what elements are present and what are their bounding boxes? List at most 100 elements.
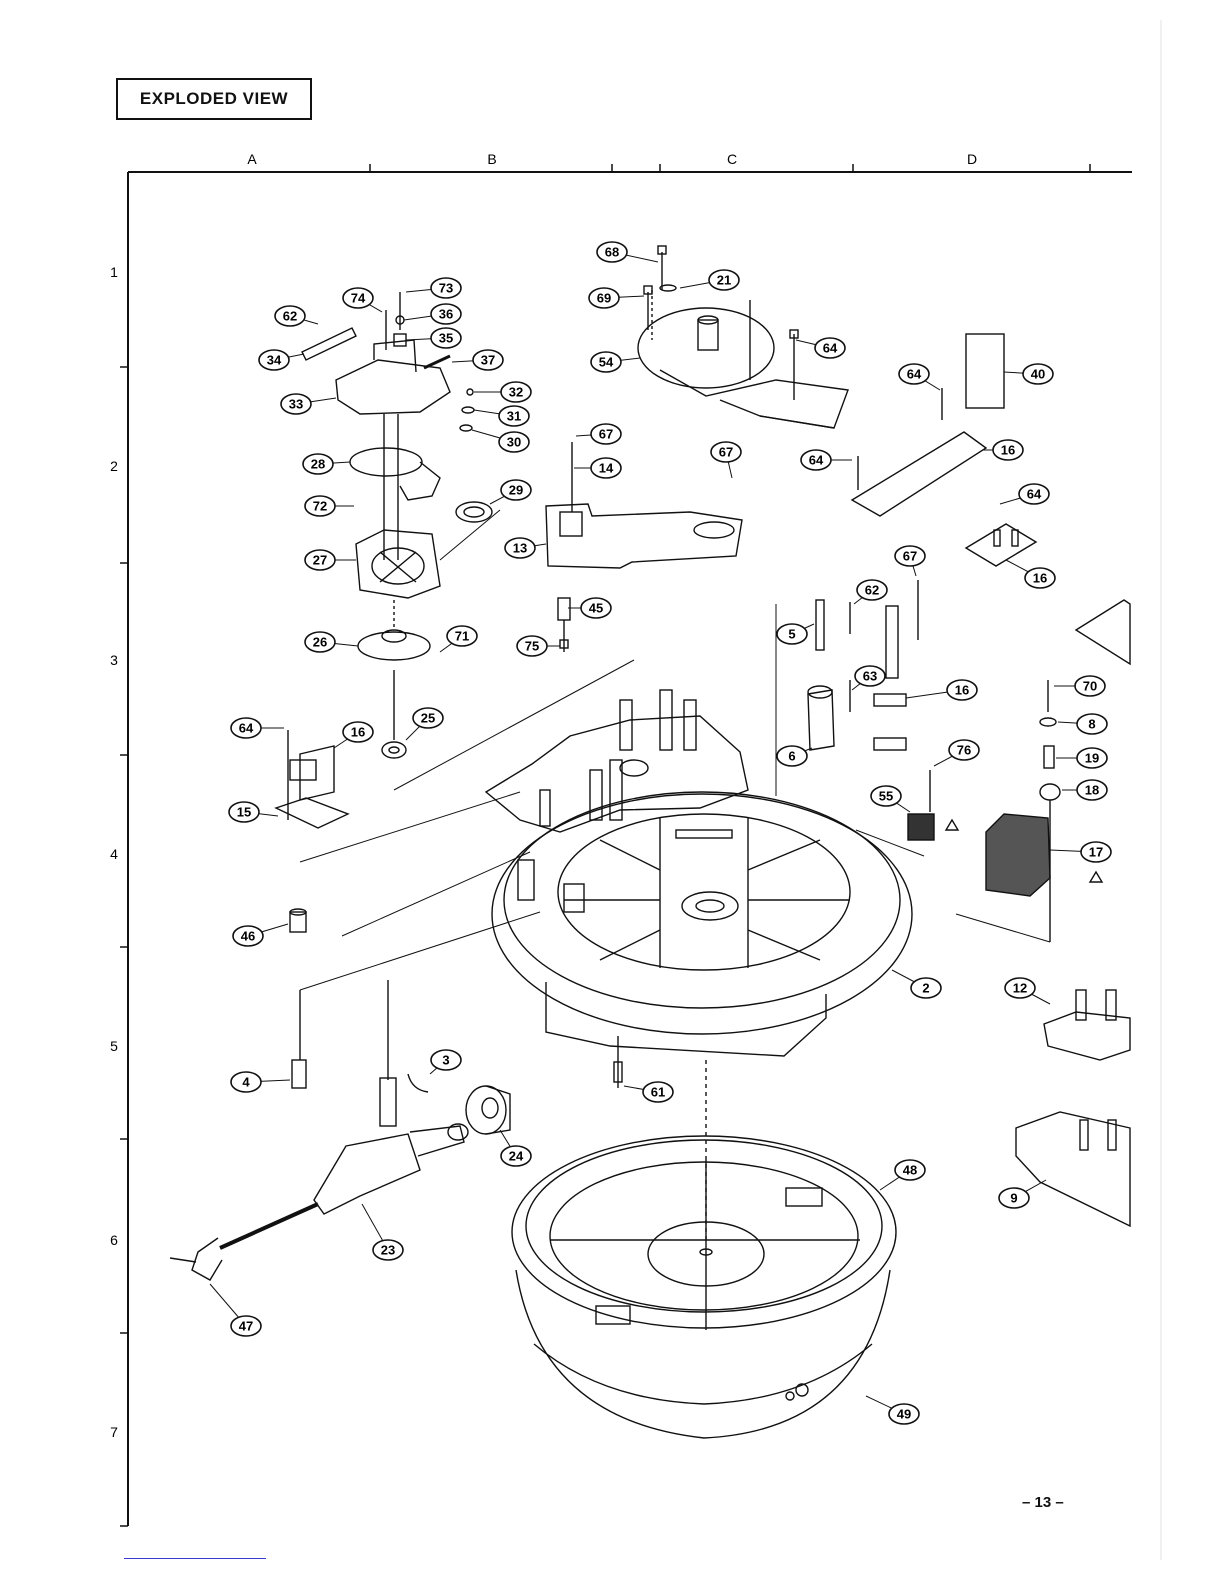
motor-plate-part [638, 290, 848, 428]
callout-label: 67 [903, 549, 917, 564]
callout-label: 73 [439, 281, 453, 296]
callout-label: 32 [509, 385, 523, 400]
callout-48: 48 [895, 1160, 925, 1180]
callout-26: 26 [305, 632, 335, 652]
callout-label: 64 [1027, 487, 1042, 502]
callout-label: 62 [865, 583, 879, 598]
tonearm-23-part [170, 980, 468, 1280]
callout-label: 70 [1083, 679, 1097, 694]
callout-label: 19 [1085, 751, 1099, 766]
callout-label: 40 [1031, 367, 1045, 382]
spring-29-part [456, 502, 492, 522]
callout-label: 28 [311, 457, 325, 472]
callout-label: 69 [597, 291, 611, 306]
callout-label: 49 [897, 1407, 911, 1422]
callout-5: 5 [777, 624, 807, 644]
callout-label: 46 [241, 929, 255, 944]
callout-16d: 16 [343, 722, 373, 742]
chassis-frame-part [486, 690, 748, 832]
row-label-6: 6 [110, 1232, 118, 1248]
switch-5-part [808, 580, 918, 750]
callout-15: 15 [229, 802, 259, 822]
transformer-17-part [986, 800, 1102, 942]
part-3-clip [408, 1074, 428, 1092]
row-label-1: 1 [110, 264, 118, 280]
callout-64e: 64 [231, 718, 261, 738]
cabinet-2-part [492, 792, 912, 1056]
callout-2: 2 [911, 978, 941, 998]
callout-63: 63 [855, 666, 885, 686]
callout-64c: 64 [801, 450, 831, 470]
callout-61: 61 [643, 1082, 673, 1102]
callout-76: 76 [949, 740, 979, 760]
callout-71: 71 [447, 626, 477, 646]
coil-55-part [908, 770, 958, 840]
callout-21: 21 [709, 270, 739, 290]
callout-label: 17 [1089, 845, 1103, 860]
row-label-7: 7 [110, 1424, 118, 1440]
screws-top [644, 246, 798, 400]
callout-4: 4 [231, 1072, 261, 1092]
callout-68: 68 [597, 242, 627, 262]
callout-label: 16 [955, 683, 969, 698]
callout-34: 34 [259, 350, 289, 370]
row-label-2: 2 [110, 458, 118, 474]
callout-45: 45 [581, 598, 611, 618]
callout-label: 2 [922, 981, 929, 996]
callout-label: 54 [599, 355, 614, 370]
callout-17: 17 [1081, 842, 1111, 862]
plate-28-part [350, 414, 440, 560]
callout-16c: 16 [947, 680, 977, 700]
callout-label: 64 [239, 721, 254, 736]
callout-label: 30 [507, 435, 521, 450]
callout-64a: 64 [815, 338, 845, 358]
callout-label: 75 [525, 639, 539, 654]
platter-48-part [512, 1060, 896, 1330]
callout-64d: 64 [1019, 484, 1049, 504]
callout-label: 5 [788, 627, 795, 642]
callout-16b: 16 [1025, 568, 1055, 588]
callout-layer: 6821695464737436623537343233313067146728… [229, 242, 1111, 1424]
callout-54: 54 [591, 352, 621, 372]
callout-label: 68 [605, 245, 619, 260]
callout-16a: 16 [993, 440, 1023, 460]
footer-link-underline [124, 1558, 266, 1559]
callout-label: 18 [1085, 783, 1099, 798]
callout-30: 30 [499, 432, 529, 452]
cueing-assembly-part [302, 292, 450, 414]
callout-3: 3 [431, 1050, 461, 1070]
callout-label: 67 [719, 445, 733, 460]
row-label-4: 4 [110, 846, 118, 862]
screw-61-part [614, 1036, 622, 1088]
row-labels: 1234567 [110, 264, 118, 1440]
callout-label: 36 [439, 307, 453, 322]
callout-label: 16 [1033, 571, 1047, 586]
callout-69: 69 [589, 288, 619, 308]
callout-label: 26 [313, 635, 327, 650]
callout-label: 14 [599, 461, 614, 476]
callout-25: 25 [413, 708, 443, 728]
callout-62a: 62 [275, 306, 305, 326]
callout-28: 28 [303, 454, 333, 474]
row-label-3: 3 [110, 652, 118, 668]
callout-70: 70 [1075, 676, 1105, 696]
callout-72: 72 [305, 496, 335, 516]
callout-label: 31 [507, 409, 521, 424]
parts-drawing [170, 246, 1130, 1584]
callout-label: 71 [455, 629, 469, 644]
callout-29: 29 [501, 480, 531, 500]
callout-label: 35 [439, 331, 453, 346]
callout-label: 55 [879, 789, 893, 804]
bracket-40-part [852, 334, 1004, 516]
page-number: – 13 – [1022, 1494, 1064, 1511]
callout-label: 48 [903, 1163, 917, 1178]
callout-label: 64 [907, 367, 922, 382]
callout-6: 6 [777, 746, 807, 766]
callout-label: 8 [1088, 717, 1095, 732]
callout-label: 33 [289, 397, 303, 412]
callout-9: 9 [999, 1188, 1029, 1208]
callout-label: 37 [481, 353, 495, 368]
callout-label: 64 [809, 453, 824, 468]
callout-label: 23 [381, 1243, 395, 1258]
